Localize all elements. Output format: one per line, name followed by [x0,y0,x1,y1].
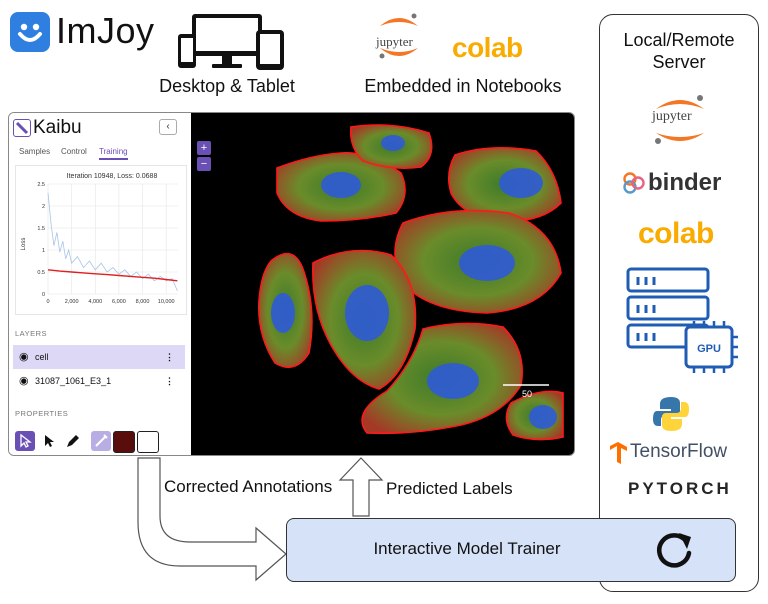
nucleus [529,405,557,429]
layer-row-sample[interactable]: ◉ 31087_1061_E3_1 ⋮ [13,369,185,393]
imjoy-logo-text: ImJoy [56,10,155,51]
imjoy-logo-icon [10,12,50,52]
server-title: Local/Remote Server [623,30,735,72]
jupyter-logo-text: jupyter [652,109,692,124]
eye-icon[interactable]: ◉ [19,351,29,363]
gpu-label: GPU [697,343,721,355]
kaibu-logo-icon [13,119,31,137]
trainer-label: Interactive Model Trainer [373,539,561,558]
colab-logo-text: colab [638,217,714,250]
layers-label: LAYERS [15,329,48,338]
predicted-labels-label: Predicted Labels [386,479,513,498]
zoom-out-button[interactable]: − [197,157,211,171]
desktop-tablet-caption: Desktop & Tablet [159,76,295,96]
stroke-color-swatch[interactable] [137,431,159,453]
tab-control[interactable]: Control [61,147,87,156]
devices-icon [176,12,286,77]
nucleus [499,168,543,198]
model-trainer-box[interactable]: Interactive Model Trainer [286,518,736,582]
x-tick-label: 8,000 [136,299,150,305]
collapse-sidebar-button[interactable]: ‹ [159,119,177,135]
y-ticks: 2.5 2 1.5 1 0.5 0 [37,182,45,298]
tensorflow-logo-icon [608,441,628,470]
layer-menu-icon[interactable]: ⋮ [165,376,174,386]
corrected-annotations-label: Corrected Annotations [164,477,333,496]
nucleus [321,172,361,198]
layer-name: cell [35,352,49,362]
y-tick-label: 1.5 [37,226,45,232]
pytorch-logo-text: PYTORCH [628,479,732,498]
tab-training[interactable]: Training [99,147,128,160]
colab-logo-text: colab [452,32,523,63]
chart-title: Iteration 10948, Loss: 0.0688 [67,173,158,180]
loss-chart: Iteration 10948, Loss: 0.0688 Loss 2.5 2 1… [15,165,187,315]
magic-tool-button[interactable] [91,431,111,451]
zoom-in-button[interactable]: + [197,141,211,155]
nucleus [345,285,389,341]
properties-label: PROPERTIES [15,409,69,418]
pen-tool-button[interactable] [63,431,83,451]
chart-series [47,192,178,292]
kaibu-title: Kaibu [33,117,82,138]
jupyter-logo-icon [376,12,422,67]
x-tick-label: 10,000 [158,299,175,305]
y-tick-label: 1 [42,248,45,254]
scale-bar-label: 50 [522,389,532,399]
x-tick-label: 2,000 [65,299,79,305]
kaibu-sidebar: Kaibu ‹ Samples Control Training Iterati… [9,113,192,455]
notebooks-caption: Embedded in Notebooks [364,76,562,96]
pointer-tool-button[interactable] [39,431,59,451]
fill-color-swatch[interactable] [113,431,135,453]
cell-image: 50 [258,124,564,441]
tab-samples[interactable]: Samples [19,147,51,156]
layer-menu-icon[interactable]: ⋮ [165,352,174,362]
layer-row-cell[interactable]: ◉ cell ⋮ [13,345,185,369]
nucleus [459,245,515,281]
loss-smoothed-line [47,269,178,282]
refresh-icon[interactable] [653,529,695,576]
chart-grid [47,183,178,295]
server-gpu-icon: GPU [624,265,742,382]
jupyter-logo-text: jupyter [376,34,413,49]
predicted-labels-arrow [338,456,384,523]
kaibu-window: Kaibu ‹ Samples Control Training Iterati… [8,112,575,456]
layer-name: 31087_1061_E3_1 [35,376,112,386]
y-tick-label: 2 [42,204,45,210]
image-viewer[interactable]: + − [191,113,574,455]
y-tick-label: 0.5 [37,270,45,276]
x-ticks: 0 2,000 4,000 6,000 8,000 10,000 [46,299,174,305]
nucleus [271,293,295,333]
y-tick-label: 0 [42,292,45,298]
cell-nuclei [271,135,557,429]
python-logo-icon [652,395,690,438]
nucleus [427,363,479,399]
x-tick-label: 6,000 [112,299,126,305]
nucleus [381,135,405,151]
loss-raw-line [47,192,178,292]
jupyter-logo-icon [650,93,710,150]
select-tool-button[interactable] [15,431,35,451]
binder-logo-icon [622,171,646,200]
x-tick-label: 0 [46,299,49,305]
server-panel: Local/Remote Server jupyter binder colab [599,14,759,592]
y-axis-label: Loss [21,238,27,251]
y-tick-label: 2.5 [37,182,45,188]
tensorflow-logo-text: TensorFlow [630,441,728,462]
eye-icon[interactable]: ◉ [19,375,29,387]
x-tick-label: 4,000 [88,299,102,305]
binder-logo-text: binder [648,169,722,196]
